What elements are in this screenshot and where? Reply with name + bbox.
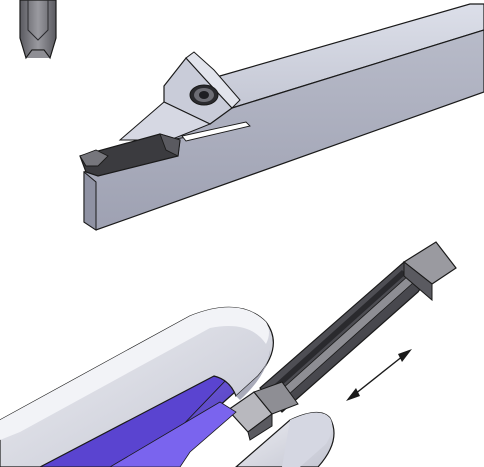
insert-end-view [19,0,57,60]
grooving-insert [227,241,457,441]
motion-arrow [346,349,412,401]
clamp-screw [189,84,219,106]
grooving-tool-holder [83,3,484,231]
holder-insert [79,133,181,177]
workpiece-discs [0,306,335,467]
